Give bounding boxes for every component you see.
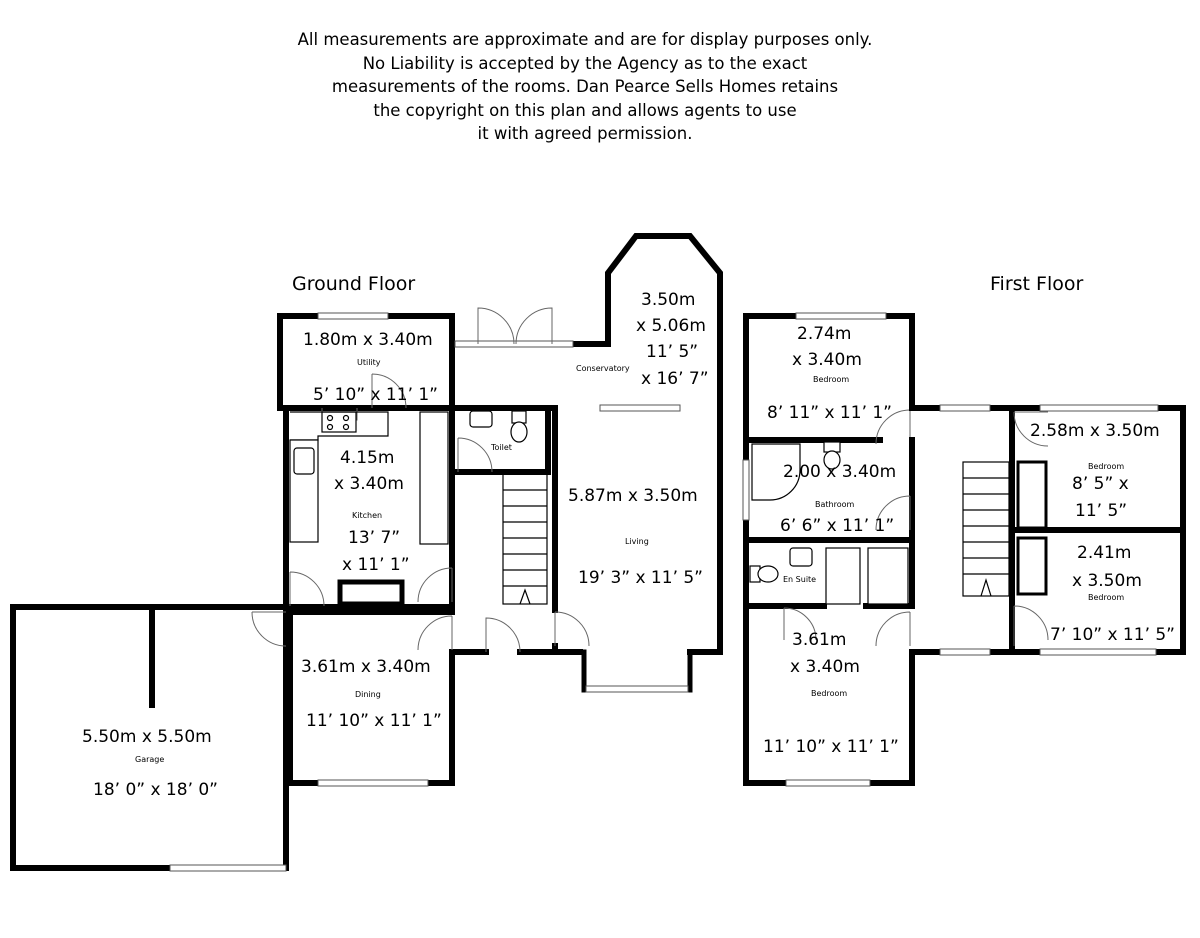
garage-metric: 5.50m x 5.50m [82,727,212,747]
first-floor-stairs [909,404,1015,656]
kitchen-metric-1: 4.15m [340,448,394,468]
dining-metric: 3.61m x 3.40m [301,657,431,677]
bedroom-2-room [743,603,915,787]
bedroom-2-imperial: 11’ 10” x 11’ 1” [763,737,899,757]
living-room [552,405,723,693]
bathroom-name: Bathroom [815,500,855,509]
dining-room [287,609,583,787]
kitchen-imperial-1: 13’ 7” [348,528,400,548]
disclaimer-line: the copyright on this plan and allows ag… [373,100,797,120]
dining-imperial: 11’ 10” x 11’ 1” [306,711,442,731]
first-floor-plan: First Floor [742,273,1186,787]
bathroom-imperial: 6’ 6” x 11’ 1” [780,516,894,536]
bedroom-4-imperial: 7’ 10” x 11’ 5” [1050,625,1175,645]
bedroom-4-metric-2: x 3.50m [1072,571,1142,591]
conservatory-name: Conservatory [576,364,630,373]
bedroom-1-metric-1: 2.74m [797,324,851,344]
bedroom-3-imperial-1: 8’ 5” x [1072,474,1129,494]
bedroom-2-metric-2: x 3.40m [790,657,860,677]
kitchen-name: Kitchen [352,511,382,520]
bathroom-metric: 2.00 x 3.40m [783,462,896,482]
kitchen-metric-2: x 3.40m [334,474,404,494]
conservatory-room [449,233,723,412]
bedroom-1-name: Bedroom [813,375,849,384]
en-suite-name: En Suite [783,575,816,584]
disclaimer-line: it with agreed permission. [477,124,693,143]
garage-room [10,604,289,872]
first-floor-heading: First Floor [990,273,1083,295]
dining-name: Dining [355,690,381,699]
bedroom-1-metric-2: x 3.40m [792,350,862,370]
kitchen-imperial-2: x 11’ 1” [342,555,410,575]
bedroom-3-metric: 2.58m x 3.50m [1030,421,1160,441]
bedroom-1-imperial: 8’ 11” x 11’ 1” [767,403,892,423]
toilet-name: Toilet [490,443,512,452]
garage-name: Garage [135,755,164,764]
toilet-room [449,405,558,475]
bedroom-3-name: Bedroom [1088,462,1124,471]
bedroom-4-metric-1: 2.41m [1077,543,1131,563]
utility-name: Utility [357,358,381,367]
disclaimer-line: All measurements are approximate and are… [297,30,873,49]
bedroom-4-room [1009,527,1186,656]
bedroom-3-imperial-2: 11’ 5” [1075,501,1127,521]
disclaimer-text: All measurements are approximate and are… [260,28,910,146]
disclaimer-line: measurements of the rooms. Dan Pearce Se… [331,77,839,96]
conservatory-imperial-1: 11’ 5” [646,342,698,362]
disclaimer-line: No Liability is accepted by the Agency a… [362,53,808,73]
living-imperial: 19’ 3” x 11’ 5” [578,568,703,588]
ground-floor-heading: Ground Floor [292,273,415,295]
bedroom-2-name: Bedroom [811,689,847,698]
bathroom-room [742,437,915,543]
bedroom-2-metric-1: 3.61m [792,630,846,650]
conservatory-metric-1: 3.50m [641,290,695,310]
en-suite-room [743,537,915,609]
kitchen-room [283,405,455,610]
living-name: Living [625,537,649,546]
stairs [502,473,548,605]
ground-floor-plan: Ground Floor [10,233,723,872]
utility-metric: 1.80m x 3.40m [303,330,433,350]
garage-imperial: 18’ 0” x 18’ 0” [93,780,218,800]
conservatory-metric-2: x 5.06m [636,316,706,336]
utility-imperial: 5’ 10” x 11’ 1” [313,385,438,405]
conservatory-imperial-2: x 16’ 7” [641,369,709,389]
living-metric: 5.87m x 3.50m [568,486,698,506]
bedroom-4-name: Bedroom [1088,593,1124,602]
